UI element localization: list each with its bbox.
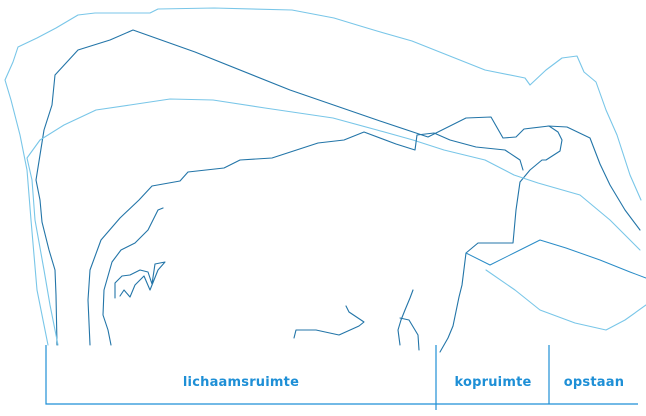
cow-chin-line-light xyxy=(486,270,646,330)
cow-outline-lying-down-light xyxy=(5,8,641,345)
cow-head-lower-line xyxy=(466,240,646,278)
region-label-kopruimte: kopruimte xyxy=(437,372,549,394)
cow-hoof-detail xyxy=(115,262,165,298)
cow-inner-outline-dark xyxy=(88,132,523,345)
cow-back-line-light xyxy=(27,99,640,345)
region-label-opstaan: opstaan xyxy=(550,372,638,394)
cow-rear-leg-outline xyxy=(294,306,364,338)
region-label-lichaamsruimte: lichaamsruimte xyxy=(46,372,436,394)
cow-front-leg-outline xyxy=(103,208,163,345)
cow-hind-hoof-2 xyxy=(400,318,419,350)
cow-outline-standing-dark xyxy=(36,30,562,352)
